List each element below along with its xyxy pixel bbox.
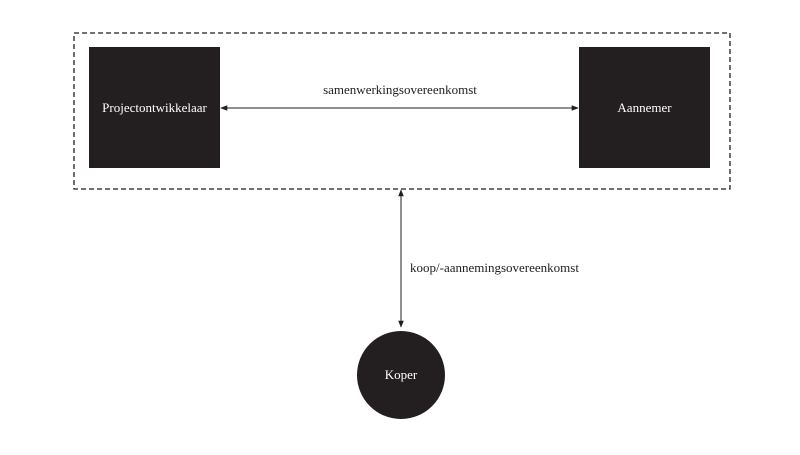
buyer-node[interactable]: Koper bbox=[357, 331, 445, 419]
buyer-circle bbox=[357, 331, 445, 419]
partnership-group-border bbox=[73, 32, 731, 190]
cooperation-label: samenwerkingsovereenkomst bbox=[323, 82, 477, 97]
contractor-label: Aannemer bbox=[617, 100, 672, 115]
buyer-label: Koper bbox=[385, 367, 418, 382]
contractor-node[interactable]: Aannemer bbox=[579, 47, 710, 168]
developer-label: Projectontwikkelaar bbox=[102, 100, 207, 115]
developer-node[interactable]: Projectontwikkelaar bbox=[89, 47, 220, 168]
purchase-label: koop/-aannemingsovereenkomst bbox=[410, 260, 579, 275]
contractor-box bbox=[579, 47, 710, 168]
developer-box bbox=[89, 47, 220, 168]
